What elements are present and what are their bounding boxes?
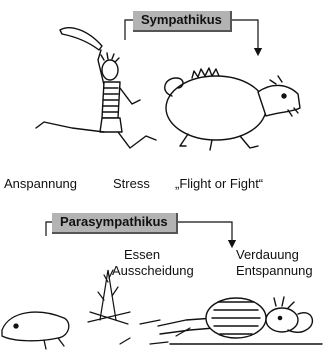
charging-boar-figure	[165, 68, 300, 150]
caption-verdauung: Verdauung	[236, 247, 299, 262]
caption-stress: Stress	[113, 176, 150, 191]
caption-essen: Essen	[124, 247, 160, 262]
caption-anspannung: Anspannung	[4, 176, 77, 191]
caption-ausscheidung: Ausscheidung	[112, 263, 194, 278]
running-caveman-figure	[36, 28, 156, 148]
parasympathikus-label: Parasympathikus	[52, 213, 178, 234]
roasted-animal-figure	[2, 312, 69, 349]
campfire-figure	[88, 270, 130, 324]
sympathikus-label: Sympathikus	[133, 11, 232, 32]
caption-entspannung: Entspannung	[236, 263, 313, 278]
caption-flight-or-fight: „Flight or Fight“	[175, 176, 263, 191]
resting-caveman-figure	[158, 297, 322, 344]
